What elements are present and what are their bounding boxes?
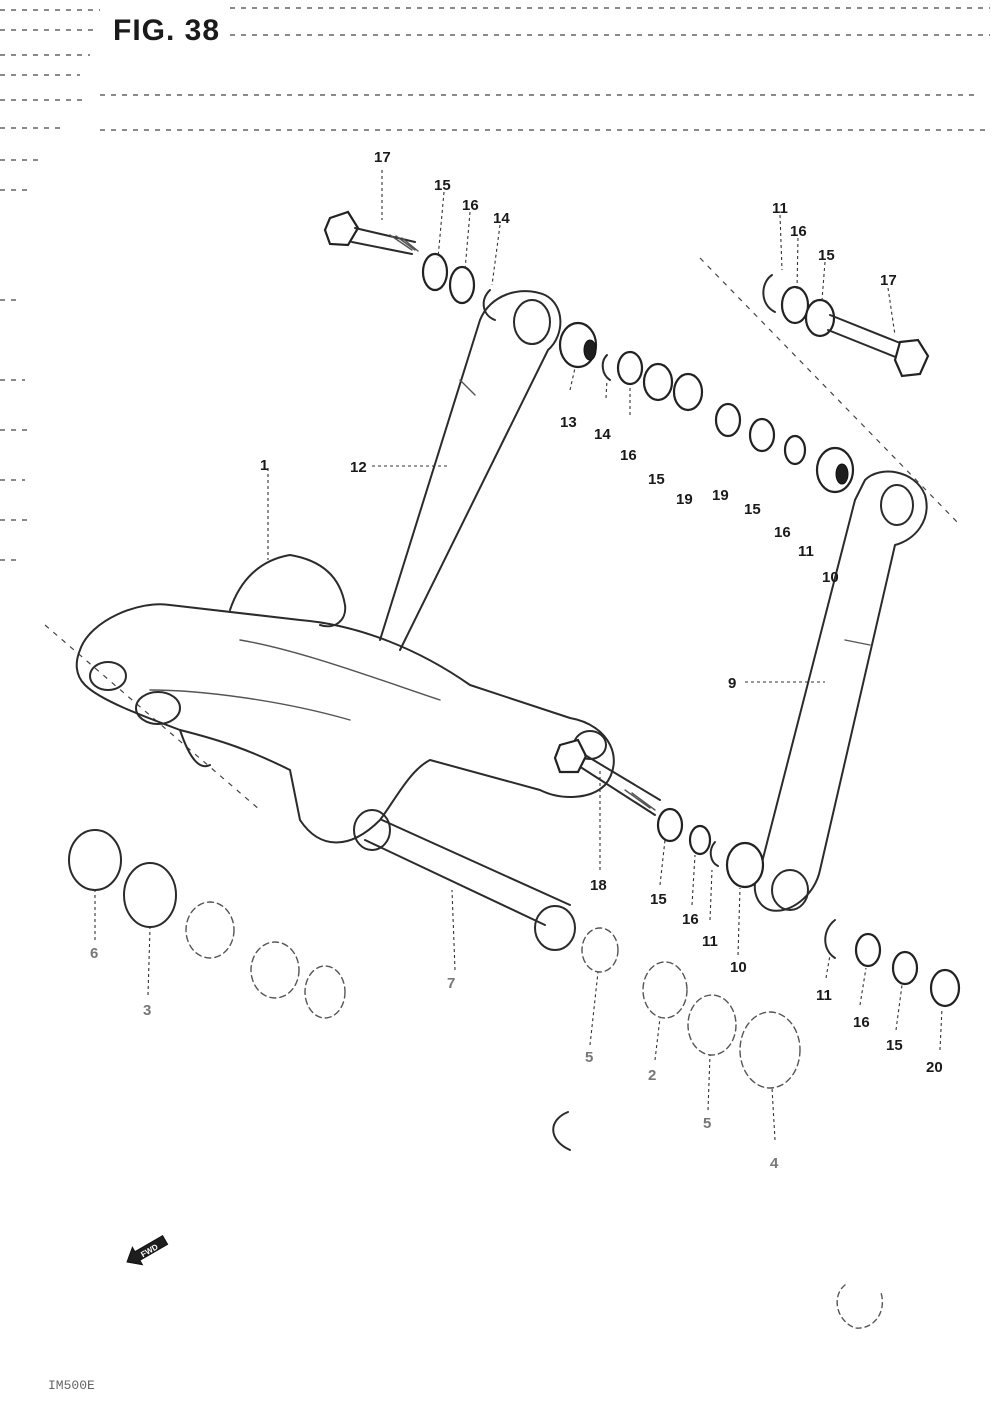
callout-19: 19 xyxy=(712,487,729,504)
fwd-arrow: FWD xyxy=(126,1234,169,1266)
callout-12: 12 xyxy=(350,459,367,476)
footer-code: IM500E xyxy=(48,1378,95,1393)
cushion-rod-left xyxy=(379,290,562,651)
callout-5: 5 xyxy=(585,1049,593,1066)
callout-4: 4 xyxy=(770,1155,779,1172)
callout-18: 18 xyxy=(590,877,607,894)
callout-19: 19 xyxy=(676,491,693,508)
callout-5: 5 xyxy=(703,1115,711,1132)
axis-lines xyxy=(44,257,961,811)
callout-3: 3 xyxy=(143,1002,151,1019)
callout-10: 10 xyxy=(822,569,839,586)
callout-7: 7 xyxy=(447,975,455,992)
callout-6: 6 xyxy=(90,945,98,962)
bolt-17-upper-right xyxy=(762,274,930,378)
callout-13: 13 xyxy=(560,414,577,431)
cushion-rod-right xyxy=(753,470,928,912)
lower-right-washers xyxy=(824,919,961,1008)
bolt-17-upper-left xyxy=(323,210,496,321)
lower-center-faint-parts xyxy=(552,927,884,1329)
callout-17: 17 xyxy=(880,272,897,289)
callout-16: 16 xyxy=(790,223,807,240)
callout-14: 14 xyxy=(493,210,510,227)
scan-noise-top xyxy=(0,7,990,561)
middle-bushings xyxy=(558,321,855,494)
callout-10: 10 xyxy=(730,959,747,976)
callout-11: 11 xyxy=(702,933,718,950)
callout-17: 17 xyxy=(374,149,391,166)
swing-arm xyxy=(75,554,615,844)
figure-title: FIG. 38 xyxy=(113,14,221,47)
callout-1: 1 xyxy=(260,457,268,474)
callout-2: 2 xyxy=(648,1067,656,1084)
bolt-18-lower xyxy=(553,738,765,889)
lower-left-faint-parts xyxy=(68,829,346,1019)
leader-lines xyxy=(94,170,943,1141)
callout-9: 9 xyxy=(728,675,736,692)
callout-11: 11 xyxy=(772,200,788,217)
pivot-shaft xyxy=(353,809,576,951)
callout-15: 15 xyxy=(744,501,761,518)
callout-14: 14 xyxy=(594,426,611,443)
callout-15: 15 xyxy=(886,1037,903,1054)
callout-16: 16 xyxy=(462,197,479,214)
callout-15: 15 xyxy=(818,247,835,264)
callout-labels: 17 15 16 14 11 16 15 17 13 14 16 15 19 1… xyxy=(90,149,943,1172)
callout-11: 11 xyxy=(816,987,832,1004)
callout-16: 16 xyxy=(620,447,637,464)
callout-16: 16 xyxy=(853,1014,870,1031)
callout-16: 16 xyxy=(682,911,699,928)
callout-11: 11 xyxy=(798,543,814,560)
callout-16: 16 xyxy=(774,524,791,541)
callout-15: 15 xyxy=(648,471,665,488)
callout-15: 15 xyxy=(434,177,451,194)
callout-20: 20 xyxy=(926,1059,943,1076)
callout-15: 15 xyxy=(650,891,667,908)
